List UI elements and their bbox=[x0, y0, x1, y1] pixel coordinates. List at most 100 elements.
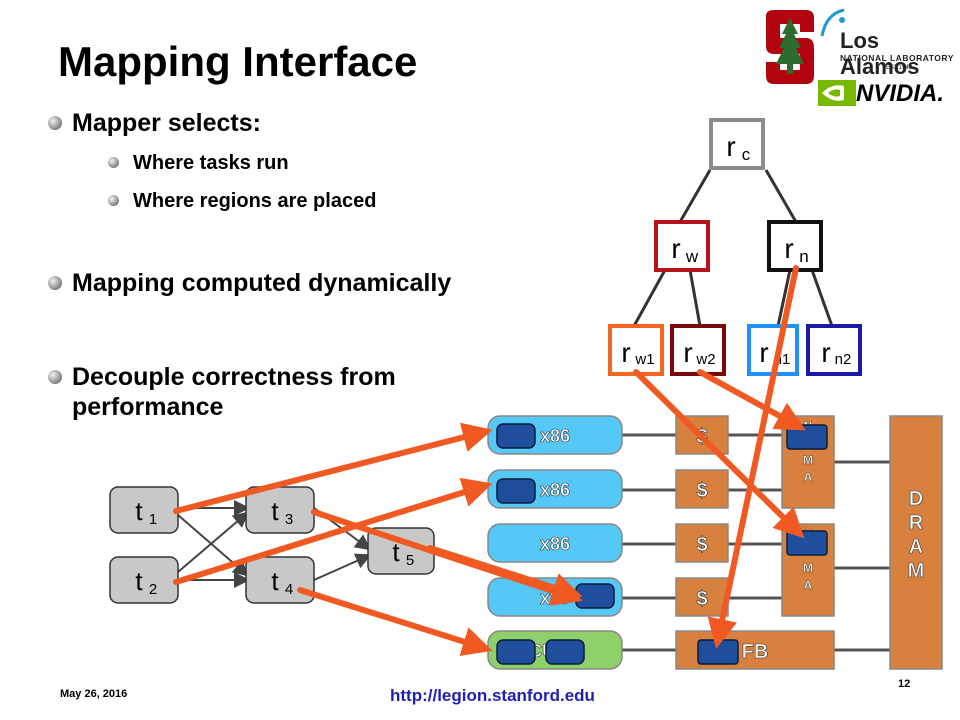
slide-page-number: 12 bbox=[898, 678, 911, 690]
task-placement-marker bbox=[496, 639, 536, 665]
numa-char: M bbox=[803, 561, 813, 575]
svg-text:w: w bbox=[685, 247, 699, 266]
los-alamos-est: EST.1943 bbox=[886, 65, 913, 71]
region-sub: c bbox=[742, 145, 751, 164]
bullet-dot-icon bbox=[108, 157, 119, 168]
dram-char: M bbox=[908, 560, 925, 582]
footer-url-link[interactable]: http://legion.stanford.edu bbox=[390, 686, 595, 705]
svg-text:w2: w2 bbox=[695, 351, 715, 368]
cache-3: $ bbox=[675, 523, 729, 563]
arrow-t1-to-cpu1 bbox=[173, 422, 493, 514]
task-label: t bbox=[271, 496, 279, 526]
sub-bullet-text: Where tasks run bbox=[133, 152, 289, 174]
task-node-t4: t 4 bbox=[245, 556, 315, 604]
sub-bullet-tasks: Where tasks run bbox=[108, 151, 289, 175]
task-label: t bbox=[392, 537, 400, 567]
processor-x86-3: x86 bbox=[487, 523, 623, 563]
svg-text:r: r bbox=[759, 337, 768, 368]
task-node-t2: t 2 bbox=[109, 556, 179, 604]
framebuffer-memory: FB bbox=[675, 630, 835, 670]
region-label: r bbox=[683, 337, 692, 368]
task-label: t bbox=[135, 496, 143, 526]
region-label: r bbox=[821, 337, 830, 368]
region-sub: n bbox=[799, 247, 808, 266]
region-node-rn: r n bbox=[767, 220, 823, 272]
bullet-dot-icon bbox=[48, 276, 62, 290]
processor-label: x86 bbox=[540, 480, 570, 500]
region-label: r bbox=[784, 233, 793, 264]
slide-title: Mapping Interface bbox=[58, 38, 418, 85]
region-placement-marker bbox=[786, 424, 828, 450]
svg-text:r: r bbox=[784, 233, 793, 264]
bullet-text: Decouple correctness from performance bbox=[72, 362, 396, 422]
arrow-rn-to-fb bbox=[707, 265, 799, 649]
svg-text:w1: w1 bbox=[634, 351, 654, 368]
bullet-dot-icon bbox=[48, 370, 62, 384]
nvidia-wordmark: NVIDIA. bbox=[856, 80, 945, 107]
svg-text:r: r bbox=[683, 337, 692, 368]
mapping-arrows bbox=[173, 265, 806, 656]
task-label: t bbox=[135, 566, 143, 596]
bullet-mapping-dynamic: Mapping computed dynamically bbox=[48, 268, 451, 298]
region-placement-marker bbox=[786, 530, 828, 556]
los-alamos-subtitle: NATIONAL LABORATORY bbox=[840, 53, 954, 63]
task-sub: 1 bbox=[149, 511, 157, 528]
processor-label: x86 bbox=[540, 426, 570, 446]
task-sub: 3 bbox=[285, 511, 293, 528]
dram-char: A bbox=[909, 536, 923, 558]
task-sub: 2 bbox=[149, 581, 157, 598]
dram-char: D bbox=[909, 488, 923, 510]
task-placement-marker bbox=[545, 639, 585, 665]
task-sub: 5 bbox=[406, 552, 414, 569]
svg-text:r: r bbox=[726, 131, 735, 162]
svg-text:r: r bbox=[821, 337, 830, 368]
framebuffer-label: FB bbox=[742, 641, 769, 663]
arrow-t2-to-cpu2 bbox=[173, 477, 493, 585]
numa-char: M bbox=[803, 453, 813, 467]
region-label: r bbox=[726, 131, 735, 162]
processor-label: x86 bbox=[540, 534, 570, 554]
task-placement-marker bbox=[496, 423, 536, 449]
bullet-text: Mapper selects: bbox=[72, 109, 261, 137]
cache-label: $ bbox=[696, 480, 707, 502]
los-alamos-name: Los Alamos bbox=[840, 28, 920, 79]
cache-label: $ bbox=[696, 588, 707, 610]
arrow-t4-to-gpu bbox=[297, 587, 493, 656]
region-node-rc: r c bbox=[709, 118, 765, 170]
region-node-rw2: r w2 bbox=[670, 324, 726, 376]
region-node-rw1: r w1 bbox=[608, 324, 664, 376]
region-node-rn2: r n2 bbox=[806, 324, 862, 376]
task-sub: 4 bbox=[285, 581, 293, 598]
bullet-line-2: performance bbox=[72, 393, 224, 421]
svg-text:r: r bbox=[621, 337, 630, 368]
bullet-dot-icon bbox=[48, 116, 62, 130]
placement-markers bbox=[496, 423, 828, 665]
task-node-t5: t 5 bbox=[367, 527, 435, 575]
region-label: r bbox=[671, 233, 680, 264]
svg-text:c: c bbox=[742, 145, 751, 164]
svg-text:n: n bbox=[799, 247, 808, 266]
cache-label: $ bbox=[696, 534, 707, 556]
dram-char: R bbox=[909, 512, 924, 534]
task-label: t bbox=[271, 566, 279, 596]
task-placement-marker bbox=[496, 478, 536, 504]
region-tree-edges bbox=[632, 169, 834, 327]
bullet-dot-icon bbox=[108, 195, 119, 206]
region-placement-marker bbox=[697, 639, 739, 665]
region-sub: w bbox=[685, 247, 699, 266]
region-sub: w1 bbox=[634, 351, 654, 368]
region-label: r bbox=[759, 337, 768, 368]
svg-text:n2: n2 bbox=[835, 351, 852, 368]
bullet-text: Mapping computed dynamically bbox=[72, 269, 452, 297]
los-alamos-swoosh-icon bbox=[820, 8, 845, 37]
task-node-t3: t 3 bbox=[245, 486, 315, 534]
sub-bullet-regions: Where regions are placed bbox=[108, 189, 376, 213]
region-label: r bbox=[621, 337, 630, 368]
region-node-rw: r w bbox=[654, 220, 710, 272]
numa-char: A bbox=[804, 578, 813, 592]
region-sub: w2 bbox=[695, 351, 715, 368]
arrow-rw1-to-numa2 bbox=[633, 369, 805, 539]
bullet-mapper-selects: Mapper selects: bbox=[48, 108, 261, 138]
